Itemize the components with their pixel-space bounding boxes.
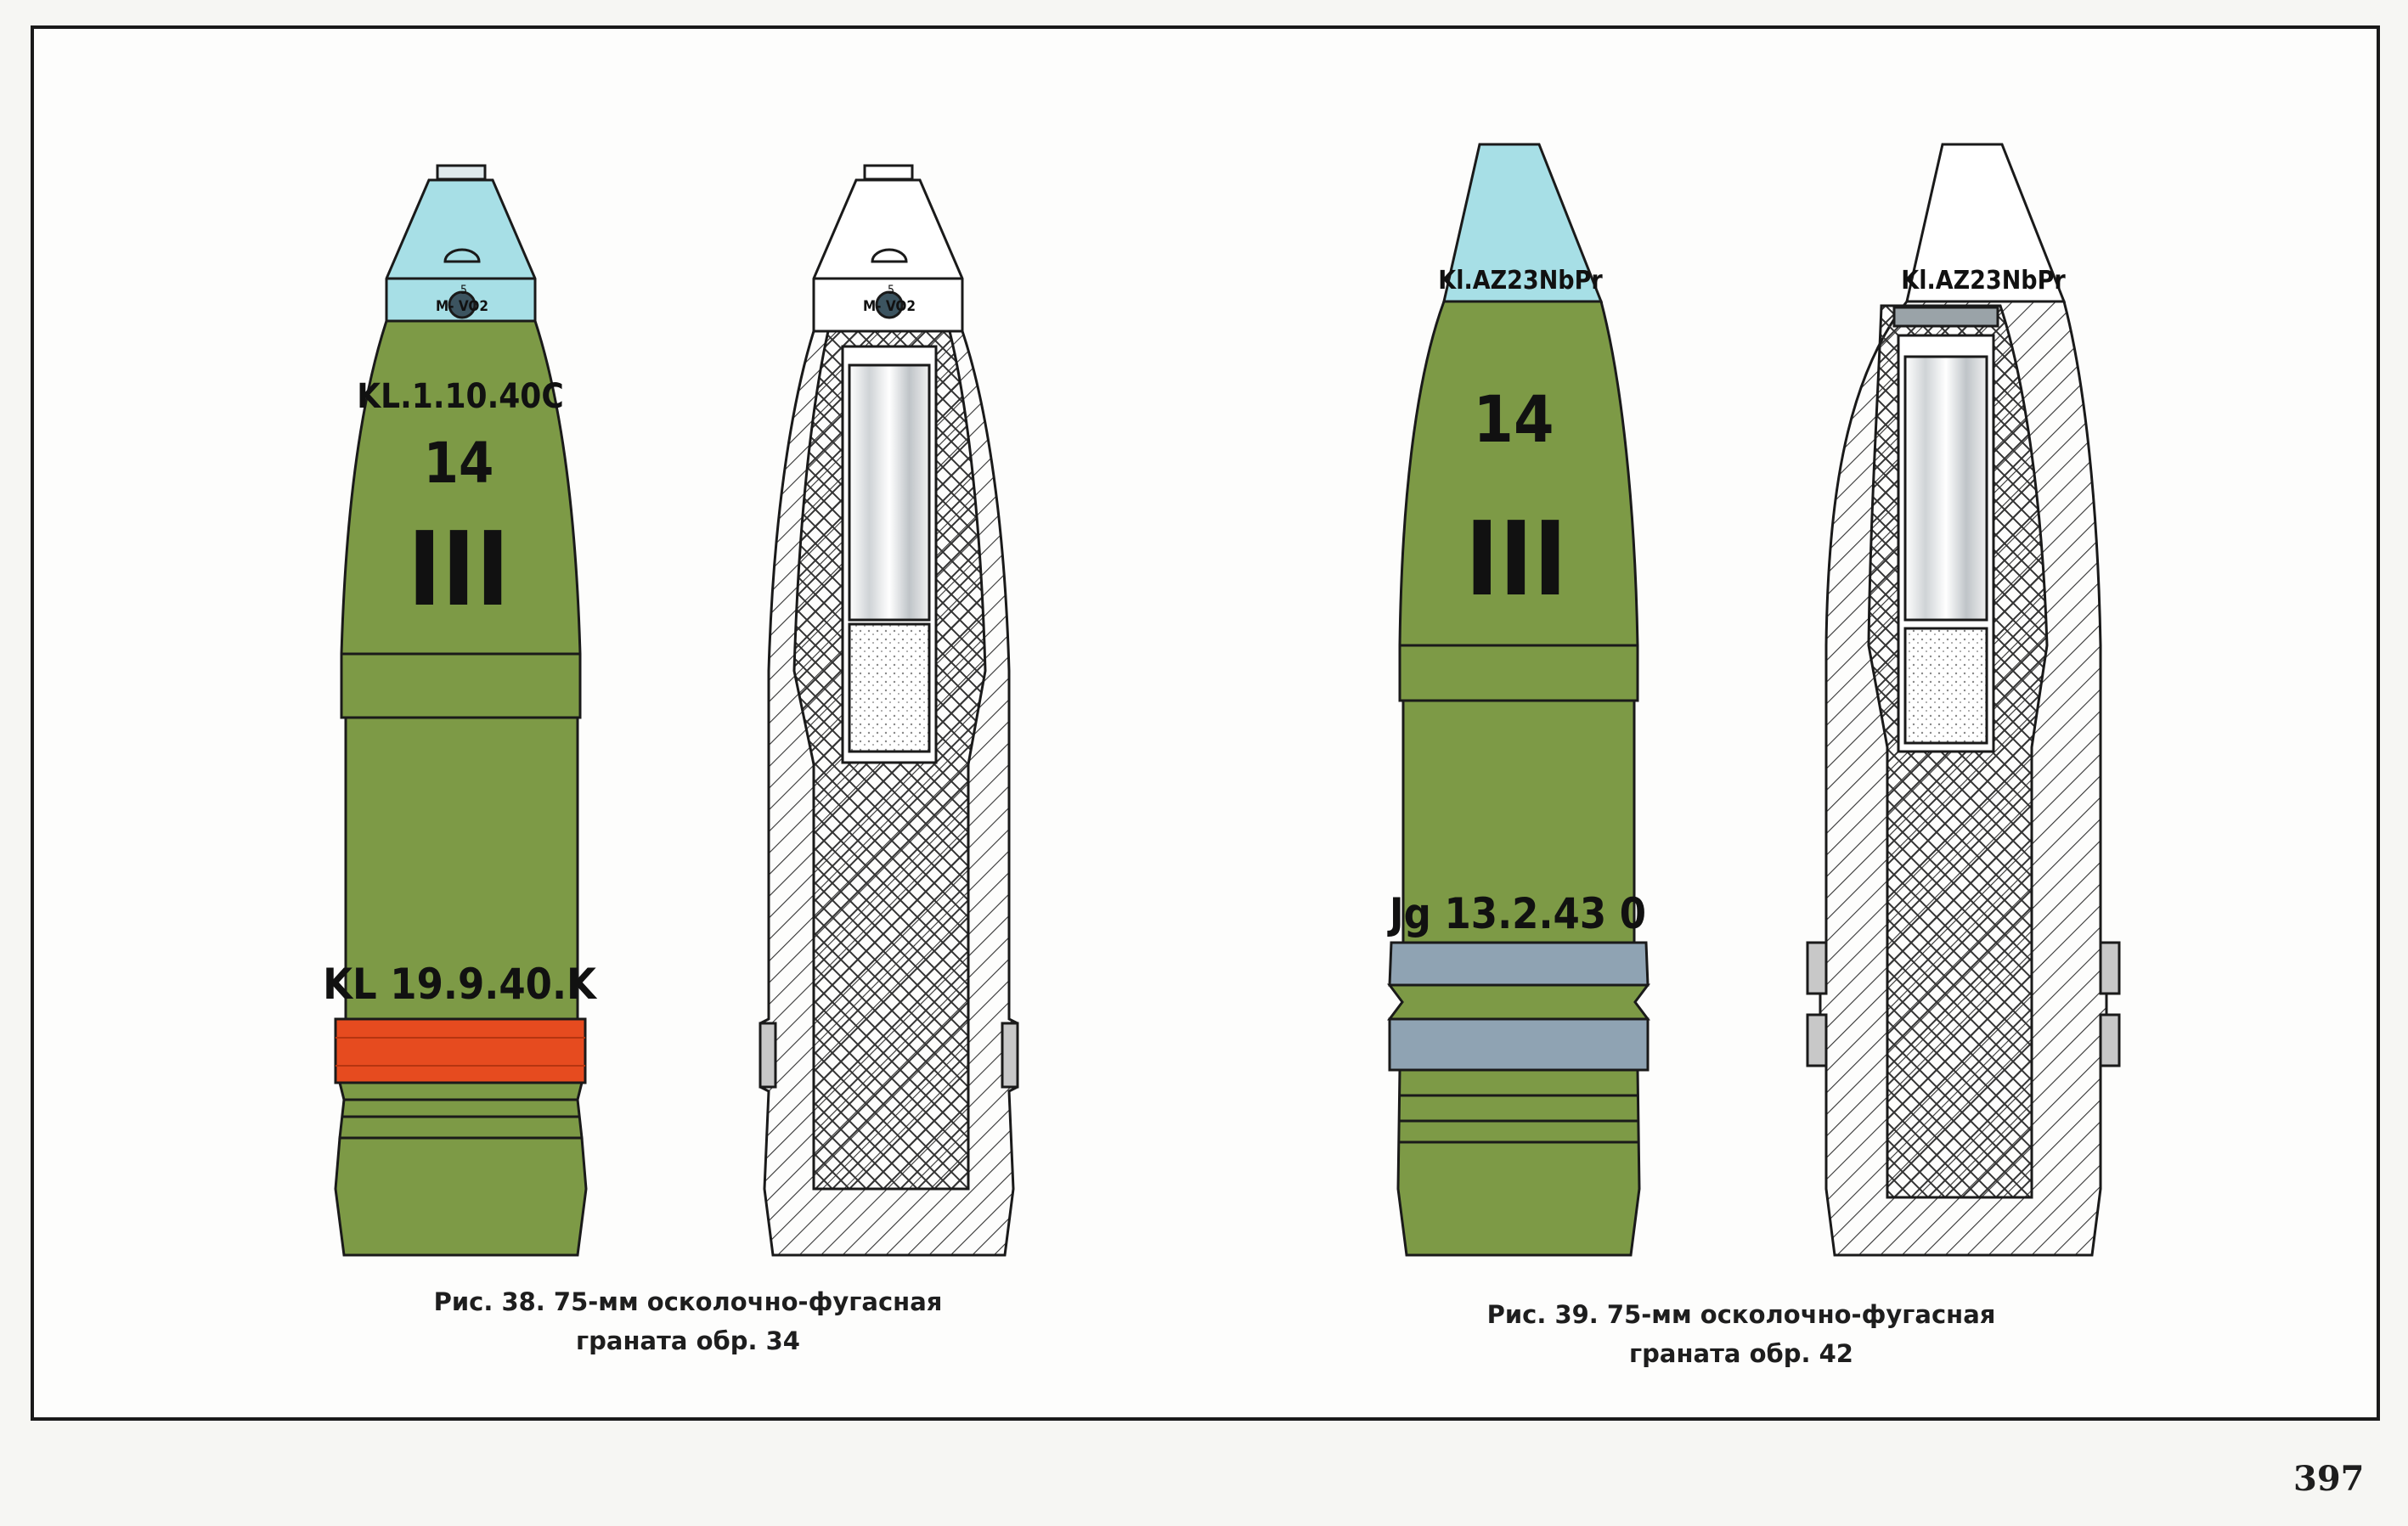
lower-date-marking: Jg 13.2.43 0: [1387, 889, 1646, 938]
fig38-booster-charge: [848, 622, 931, 753]
roman-numeral: III: [1465, 501, 1567, 619]
fig39-markings: Kl.AZ23NbPr 14 III Jg 13.2.43 0: [1387, 266, 1646, 938]
fig38-shell-section: [758, 164, 1019, 1257]
fig39-booster-tube: [1903, 355, 1988, 622]
fuze-marking: M- VO2: [436, 298, 488, 315]
shell-number: 14: [424, 431, 494, 496]
section-fuze-marking: M- VO2: [863, 298, 916, 315]
fig38-base: [334, 1136, 588, 1257]
upper-date-marking: KL.1.10.40C: [357, 377, 563, 416]
fig38-shell-exterior: [334, 164, 588, 1257]
fig39-driving-band-lower: [1388, 1017, 1650, 1072]
fig39-driving-band-upper: [1388, 941, 1650, 987]
figure-38-caption: Рис. 38. 75-мм осколочно-фугасная гранат…: [357, 1282, 1019, 1360]
caption-line-2: граната обр. 34: [576, 1326, 800, 1355]
shell-number: 14: [1473, 381, 1554, 457]
fuze-marking-top: 5: [460, 284, 467, 297]
page-number: 397: [2293, 1459, 2365, 1499]
section-nose-marking: Kl.AZ23NbPr: [1901, 266, 2066, 296]
figure-39-caption: Рис. 39. 75-мм осколочно-фугасная гранат…: [1410, 1295, 2072, 1373]
fig39-booster-charge: [1903, 627, 1988, 745]
caption-line-1: Рис. 38. 75-мм осколочно-фугасная: [433, 1287, 943, 1316]
fig39-base: [1396, 1068, 1641, 1257]
fig39-thread: [1892, 306, 1999, 328]
fig38-section-markings: 5 M- VO2: [863, 284, 916, 315]
fig39-shell-section: [1806, 143, 2121, 1257]
fig38-base-grooves: [338, 1081, 584, 1140]
fig39-ogive: [1398, 300, 1639, 702]
fig39-section-markings: Kl.AZ23NbPr: [1901, 266, 2066, 296]
fig39-shell-exterior: [1387, 143, 1650, 1257]
fig38-ogive: [340, 319, 582, 719]
fig38-markings: 5 M- VO2 KL.1.10.40C 14 III KL 19.9.40.K: [323, 284, 598, 1009]
nose-marking: Kl.AZ23NbPr: [1438, 266, 1603, 296]
caption-line-2: граната обр. 42: [1629, 1339, 1853, 1368]
lower-date-marking: KL 19.9.40.K: [323, 960, 598, 1009]
roman-numeral: III: [408, 511, 510, 629]
section-fuze-marking-top: 5: [888, 284, 894, 297]
caption-line-1: Рис. 39. 75-мм осколочно-фугасная: [1486, 1300, 1996, 1329]
fuze-tip-cap: [436, 164, 487, 181]
fuze-dome-symbol: [443, 248, 481, 263]
fig38-booster-tube: [848, 363, 931, 622]
fuze-setting-screw: [448, 290, 477, 319]
fig38-driving-band: [334, 1017, 587, 1084]
